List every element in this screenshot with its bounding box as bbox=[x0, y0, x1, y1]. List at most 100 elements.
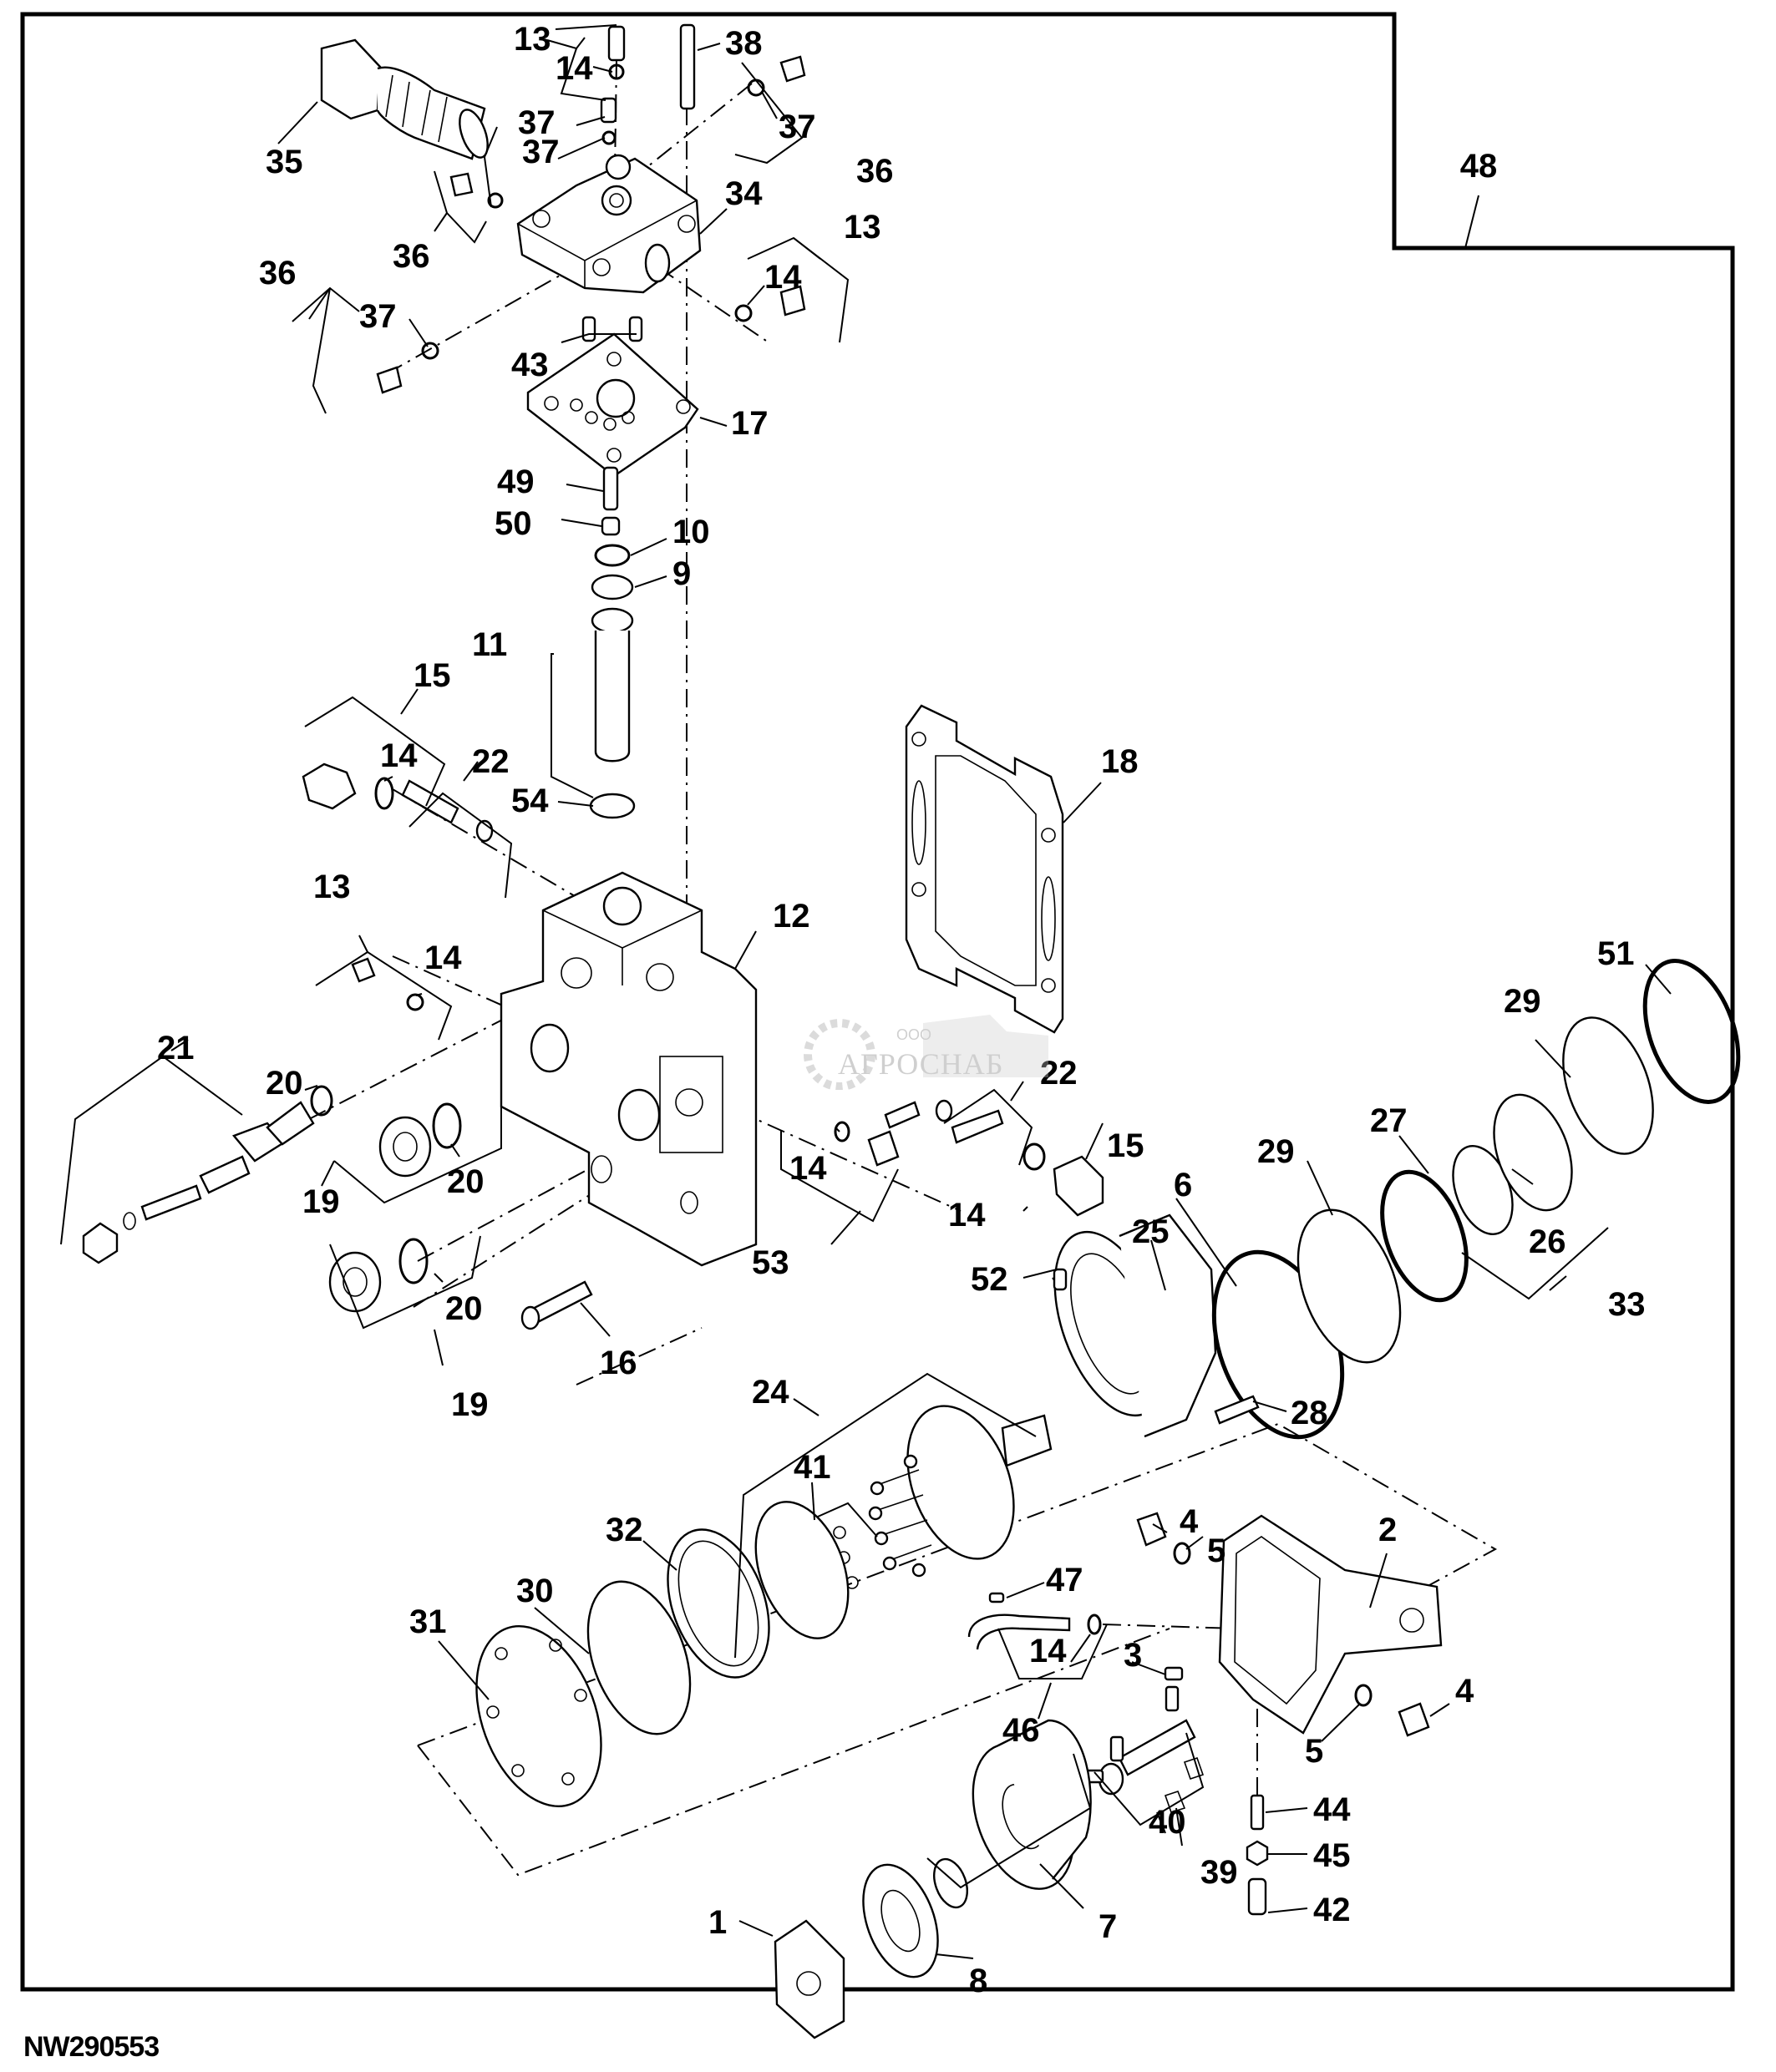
callout-37: 37 bbox=[359, 298, 397, 335]
callout-16: 16 bbox=[600, 1345, 637, 1381]
callout-10: 10 bbox=[672, 514, 710, 550]
callout-40: 40 bbox=[1149, 1804, 1186, 1841]
callout-20: 20 bbox=[266, 1065, 303, 1102]
callout-22: 22 bbox=[472, 743, 510, 780]
callout-5: 5 bbox=[1207, 1532, 1225, 1569]
callout-14: 14 bbox=[556, 50, 593, 87]
callout-17: 17 bbox=[731, 405, 769, 442]
callout-37: 37 bbox=[779, 109, 816, 145]
callout-30: 30 bbox=[516, 1573, 554, 1609]
part-3-pin bbox=[1164, 1666, 1184, 1681]
callout-4: 4 bbox=[1455, 1673, 1474, 1710]
callout-14: 14 bbox=[1029, 1633, 1067, 1669]
part-17-gasket bbox=[526, 332, 699, 478]
callout-14: 14 bbox=[764, 259, 802, 296]
callout-29: 29 bbox=[1504, 983, 1541, 1020]
callout-14: 14 bbox=[380, 737, 418, 774]
axis-motor-box-lower bbox=[417, 1628, 1170, 1877]
axis-right-plug bbox=[657, 266, 769, 343]
callout-46: 46 bbox=[1002, 1712, 1040, 1749]
callout-22: 22 bbox=[1040, 1055, 1078, 1092]
callout-14: 14 bbox=[789, 1150, 827, 1187]
leader-48 bbox=[1464, 195, 1479, 249]
part-28-bolt bbox=[1214, 1395, 1260, 1425]
rings-left bbox=[475, 1501, 850, 1807]
part-47-46-sensor bbox=[967, 1592, 1102, 1650]
part-8-valve-plate bbox=[862, 1863, 939, 1978]
callout-28: 28 bbox=[1291, 1395, 1328, 1431]
callout-13: 13 bbox=[514, 21, 551, 58]
part-25-housing bbox=[1053, 1213, 1217, 1438]
callout-41: 41 bbox=[794, 1449, 831, 1486]
callout-35: 35 bbox=[266, 144, 303, 180]
callout-38: 38 bbox=[725, 25, 763, 62]
callout-53: 53 bbox=[752, 1244, 789, 1281]
callout-4: 4 bbox=[1180, 1503, 1199, 1540]
part-13-plug-left bbox=[351, 957, 424, 1011]
part-21-relief-valve bbox=[82, 1085, 333, 1264]
callout-36: 36 bbox=[259, 255, 297, 291]
part-1-servo-block bbox=[774, 1919, 845, 2039]
seal-rings-right bbox=[1211, 959, 1741, 1440]
part-19-20-plugs bbox=[328, 1102, 462, 1313]
axis-sensor-47 bbox=[1102, 1624, 1237, 1629]
callout-20: 20 bbox=[447, 1163, 485, 1200]
callout-5: 5 bbox=[1305, 1733, 1323, 1770]
callout-3: 3 bbox=[1124, 1637, 1142, 1674]
callout-7: 7 bbox=[1099, 1908, 1117, 1945]
callout-labels: 13 14 38 36 37 35 37 37 36 36 34 13 14 3… bbox=[157, 21, 1646, 1999]
part-24-rotating-group bbox=[868, 1405, 1053, 1578]
gear-harvester-icon bbox=[804, 1015, 1048, 1091]
leader-lines bbox=[60, 24, 1672, 1959]
callout-15: 15 bbox=[414, 657, 451, 694]
callout-12: 12 bbox=[773, 898, 810, 935]
callout-52: 52 bbox=[971, 1261, 1008, 1298]
axis-relief-21 bbox=[308, 968, 602, 1120]
part-40-39-swashplate-parts bbox=[1084, 1685, 1205, 1813]
callout-31: 31 bbox=[409, 1603, 447, 1640]
part-53-plug-right bbox=[834, 1101, 921, 1167]
callout-50: 50 bbox=[495, 505, 532, 542]
callout-44: 44 bbox=[1313, 1791, 1351, 1828]
part-34-control-housing bbox=[516, 154, 702, 294]
plugs-4-5 bbox=[1136, 1512, 1430, 1737]
part-15-22-relief-plug bbox=[302, 762, 494, 843]
callout-47: 47 bbox=[1046, 1562, 1083, 1598]
part-11-spool bbox=[551, 544, 636, 819]
callout-26: 26 bbox=[1529, 1223, 1566, 1260]
callout-18: 18 bbox=[1101, 743, 1139, 780]
part-35-solenoid bbox=[277, 38, 489, 160]
part-7-cylinder-block bbox=[933, 1719, 1092, 1909]
callout-8: 8 bbox=[969, 1963, 987, 1999]
callout-9: 9 bbox=[672, 555, 691, 592]
callout-32: 32 bbox=[606, 1512, 643, 1548]
callout-21: 21 bbox=[157, 1030, 195, 1066]
callout-25: 25 bbox=[1132, 1213, 1170, 1250]
callout-1: 1 bbox=[708, 1904, 727, 1941]
part-49-50-screw-nut bbox=[601, 466, 621, 536]
callout-20: 20 bbox=[445, 1290, 483, 1327]
callout-19: 19 bbox=[302, 1183, 340, 1220]
callout-42: 42 bbox=[1313, 1892, 1351, 1928]
callout-36: 36 bbox=[393, 238, 430, 275]
callout-37: 37 bbox=[518, 104, 556, 141]
callout-13: 13 bbox=[313, 869, 351, 905]
part-18-gasket bbox=[905, 704, 1064, 1034]
callout-29: 29 bbox=[1257, 1133, 1295, 1170]
callout-54: 54 bbox=[511, 783, 549, 819]
axis-upper-left-plug bbox=[385, 261, 586, 375]
adjust-screw-44-45-42 bbox=[1246, 1794, 1269, 1916]
assembly-frame bbox=[20, 12, 1735, 1992]
callout-33: 33 bbox=[1608, 1286, 1646, 1323]
callout-15: 15 bbox=[1107, 1127, 1144, 1164]
part-2-end-cover bbox=[1218, 1514, 1443, 1735]
callout-36: 36 bbox=[856, 153, 894, 190]
callout-14: 14 bbox=[424, 940, 462, 976]
callout-13: 13 bbox=[844, 209, 881, 246]
callout-2: 2 bbox=[1378, 1512, 1397, 1548]
callout-39: 39 bbox=[1200, 1854, 1238, 1891]
watermark-prefix: ООО bbox=[896, 1026, 932, 1043]
axis-bolt-16 bbox=[576, 1327, 703, 1386]
watermark-logo: ООО АГРОСНАБ bbox=[798, 1006, 1073, 1091]
